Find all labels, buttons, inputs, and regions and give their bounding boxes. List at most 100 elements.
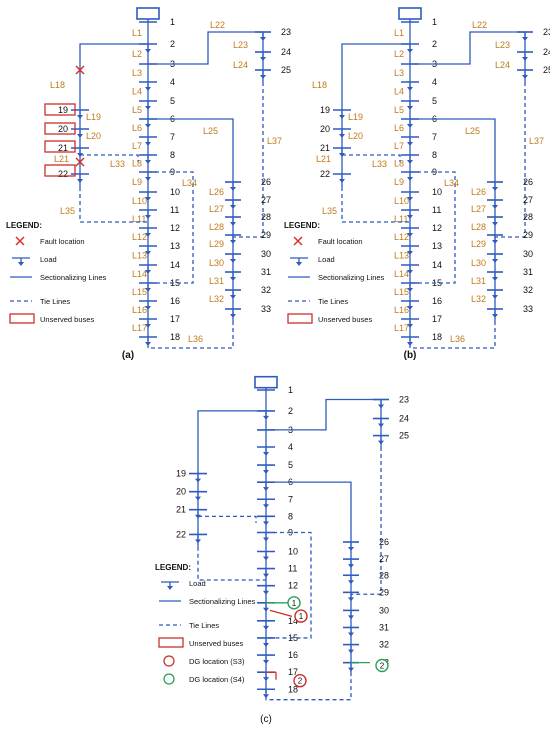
bus-label-5: 5 [432, 96, 437, 106]
line-label-L35: L35 [322, 206, 337, 216]
load-arrow-icon [145, 251, 151, 255]
legend-c-title: LEGEND: [155, 563, 191, 572]
tie-line-L36 [265, 675, 352, 701]
line-label-L9: L9 [394, 177, 404, 187]
load-arrow-icon [492, 259, 498, 263]
load-arrow-icon [145, 233, 151, 237]
legend-b-red-box-label: Unserved buses [318, 315, 372, 324]
load-arrow-icon [263, 607, 269, 612]
source-substation [398, 7, 422, 20]
line-label-L22: L22 [472, 20, 487, 30]
legend-c-solid-line-label: Sectionalizing Lines [189, 597, 256, 606]
legend-b-load-arrow-label: Load [318, 255, 335, 264]
bus-label-19: 19 [320, 105, 330, 115]
legend-c-dashed-line-label: Tie Lines [189, 621, 219, 630]
load-arrow-icon [260, 75, 266, 79]
line-label-L33: L33 [372, 159, 387, 169]
legend-a-solid-line-label: Sectionalizing Lines [40, 273, 107, 282]
line-label-L7: L7 [394, 141, 404, 151]
bus-label-22: 22 [58, 169, 68, 179]
load-arrow-icon [145, 142, 151, 146]
bus-label-20: 20 [320, 124, 330, 134]
load-arrow-icon [407, 49, 413, 53]
line-label-L22: L22 [210, 20, 225, 30]
dg-s4-marker [287, 596, 301, 610]
line-label-L34: L34 [182, 178, 197, 188]
bus-label-7: 7 [288, 494, 293, 504]
load-arrow-icon [145, 124, 151, 128]
bus-label-30: 30 [523, 249, 533, 259]
line-label-L2: L2 [132, 49, 142, 59]
bus-label-27: 27 [261, 195, 271, 205]
bus-label-19: 19 [58, 105, 68, 115]
load-arrow-icon [407, 160, 413, 164]
line-label-L37: L37 [529, 136, 544, 146]
bus-label-18: 18 [432, 332, 442, 342]
load-arrow-icon [263, 660, 269, 665]
line-label-L24: L24 [233, 60, 248, 70]
load-arrow-icon [492, 222, 498, 226]
load-arrow-icon [77, 115, 83, 119]
bus-label-33: 33 [261, 304, 271, 314]
legend-b-title: LEGEND: [284, 221, 320, 230]
line-label-L3: L3 [394, 68, 404, 78]
bus-label-12: 12 [432, 223, 442, 233]
line-label-L17: L17 [394, 323, 409, 333]
line-label-L27: L27 [471, 204, 486, 214]
bus-label-10: 10 [170, 187, 180, 197]
bus-label-14: 14 [432, 260, 442, 270]
line-label-L25: L25 [203, 126, 218, 136]
bus-label-7: 7 [170, 132, 175, 142]
line-label-L18: L18 [50, 80, 65, 90]
line-label-L37: L37 [267, 136, 282, 146]
line-label-L12: L12 [132, 232, 147, 242]
legend-a-red-box-label: Unserved buses [40, 315, 94, 324]
legend-b-fault-x-label: Fault location [318, 237, 363, 246]
tie-line-L36 [147, 322, 234, 349]
line-label-L26: L26 [209, 187, 224, 197]
load-arrow-icon [407, 324, 413, 328]
load-arrow-icon [230, 222, 236, 226]
line-label-L11: L11 [132, 214, 146, 224]
bus-label-20: 20 [176, 487, 186, 497]
dg-s4-marker-2 [375, 658, 389, 673]
line-label-L35: L35 [60, 206, 75, 216]
tie-line-L37 [233, 82, 264, 238]
bus-label-20: 20 [58, 124, 68, 134]
load-arrow-icon [260, 37, 266, 41]
legend-a-load-arrow-label: Load [40, 255, 57, 264]
fault-location-icon [75, 157, 85, 167]
bus-label-12: 12 [288, 581, 298, 591]
bus-label-32: 32 [379, 640, 389, 650]
line-label-L30: L30 [471, 258, 486, 268]
lateral-26-33 [148, 118, 234, 322]
bus-label-10: 10 [288, 547, 298, 557]
bus-label-28: 28 [261, 212, 271, 222]
bus-label-15: 15 [170, 278, 180, 288]
line-label-L29: L29 [209, 239, 224, 249]
load-arrow-icon [407, 233, 413, 237]
tie-line-L34 [266, 531, 312, 639]
bus-label-2: 2 [288, 406, 293, 416]
bus-label-2: 2 [432, 39, 437, 49]
line-label-L18: L18 [312, 80, 327, 90]
bus-label-15: 15 [432, 278, 442, 288]
tie-line-L37 [495, 82, 526, 238]
lateral-23-25 [148, 31, 264, 82]
line-label-L2: L2 [394, 49, 404, 59]
caption-a: (a) [122, 350, 134, 361]
legend-unserved-box [9, 313, 35, 324]
line-label-L4: L4 [394, 87, 404, 97]
load-arrow-icon [263, 470, 269, 475]
load-arrow-icon [378, 440, 384, 445]
load-arrow-icon [145, 160, 151, 164]
tie-line-L36 [409, 322, 496, 349]
lateral-26-33 [266, 481, 352, 675]
bus-label-25: 25 [543, 65, 550, 75]
lateral-26-33 [410, 118, 496, 322]
load-arrow-icon [145, 288, 151, 292]
bus-label-23: 23 [399, 395, 409, 405]
load-arrow-icon [407, 306, 413, 310]
unserved-bus-box [44, 140, 76, 153]
